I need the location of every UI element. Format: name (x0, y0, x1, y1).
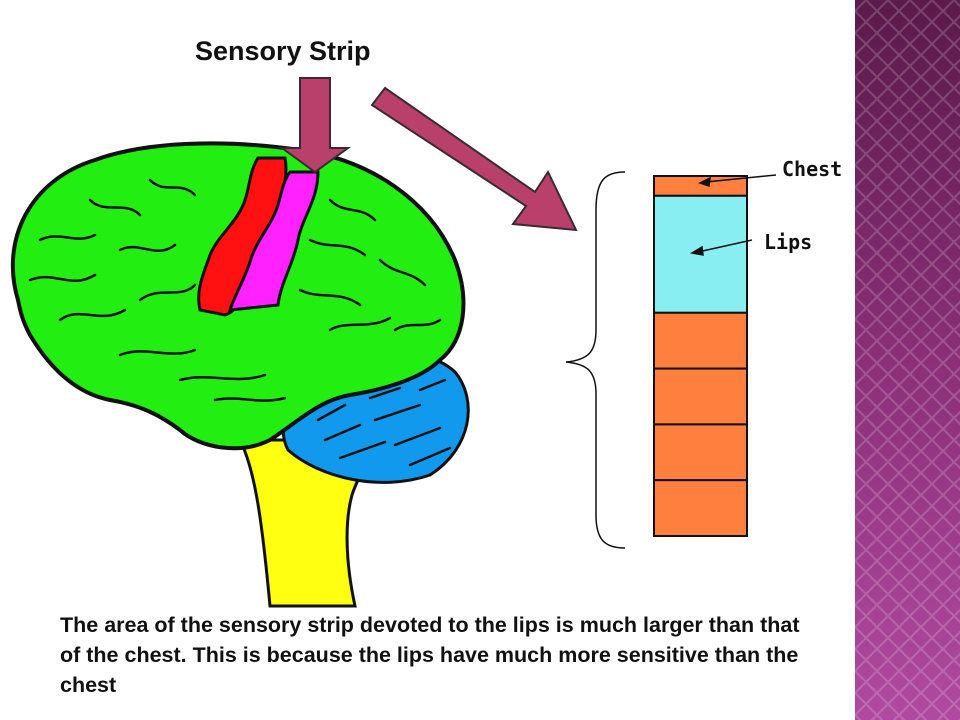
decorative-side-panel (855, 0, 960, 720)
diagram-title: Sensory Strip (195, 36, 371, 66)
caption-text: The area of the sensory strip devoted to… (60, 613, 800, 697)
curly-brace (565, 171, 626, 549)
cerebellum-folds (316, 378, 452, 467)
strip-segment-other-5 (653, 479, 748, 538)
down-arrow (278, 77, 352, 174)
diagonal-arrow (370, 86, 578, 232)
label-pointers (689, 174, 777, 256)
sensory-strip-proportions (653, 175, 748, 538)
strip-segment-other-2 (653, 311, 748, 370)
strip-segment-other-3 (653, 367, 748, 426)
sensory-strip (227, 170, 320, 312)
label-lips: Lips (764, 230, 813, 254)
brain-folds (28, 178, 442, 402)
label-chest: Chest (782, 157, 843, 181)
strip-segment-other-4 (653, 423, 748, 482)
